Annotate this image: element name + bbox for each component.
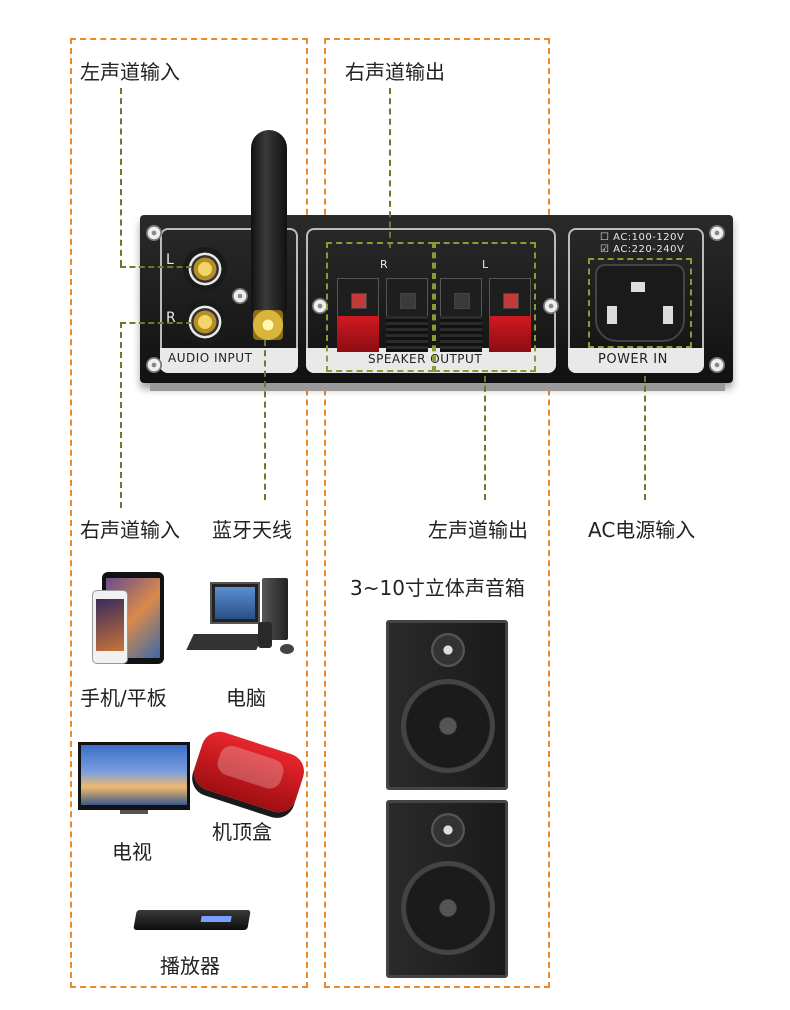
input-r-marker: R [166,310,177,326]
tweeter [431,813,465,847]
iec-power-socket[interactable] [595,264,685,342]
tv-image [78,742,190,810]
device-label-player: 播放器 [160,954,220,978]
screw-icon [709,225,725,241]
speaker-output-label-bar [306,348,556,373]
leader-power [644,376,646,500]
speaker-title: 3~10寸立体声音箱 [350,576,525,600]
device-label-phone-tablet: 手机/平板 [80,686,167,710]
terminal-r-minus-lever[interactable] [386,316,428,352]
screw-icon [709,357,725,373]
tweeter [431,633,465,667]
antenna-connector[interactable] [253,310,283,340]
bookshelf-speaker-top [386,620,508,790]
terminal-l-minus-lever[interactable] [440,316,482,352]
power-in-label: POWER IN [598,352,668,367]
label-right-channel-input: 右声道输入 [80,518,180,542]
device-label-tv: 电视 [112,840,152,864]
speaker-frame [324,38,550,988]
bookshelf-speaker-bottom [386,800,508,978]
chassis-bottom-strip [150,383,725,391]
label-left-channel-output: 左声道输出 [428,518,528,542]
leader-right-out [389,88,391,248]
audio-input-label-bar [160,348,298,373]
power-label-bar [568,348,704,373]
audio-input-label: AUDIO INPUT [168,351,253,365]
speaker-output-label: SPEAKER OUTPUT [368,352,483,366]
pc-monitor-image [210,582,260,624]
bluetooth-antenna [251,130,287,315]
terminal-r-marker: R [380,258,389,271]
l-channel-dash-box [434,242,536,372]
leader-left-in [120,88,122,266]
leader-right-in [120,322,122,508]
pc-speaker-image [258,622,272,648]
screw-icon [146,225,162,241]
leader-left-in-h [120,266,192,268]
screw-icon [543,298,559,314]
label-left-channel-input: 左声道输入 [80,60,180,84]
screw-icon [232,288,248,304]
pc-keyboard-image [186,634,264,650]
tv-stand [120,810,148,814]
terminal-l-marker: L [482,258,489,271]
r-channel-dash-box [326,242,434,372]
pc-monitor-screen [215,587,255,619]
rca-jack-left[interactable] [183,247,227,291]
stb-top-panel [214,742,287,792]
leader-right-in-h [120,322,192,324]
device-label-stb: 机顶盒 [212,820,272,844]
terminal-r-plus-lever[interactable] [337,316,379,352]
woofer [401,679,495,773]
label-right-channel-output: 右声道输出 [345,60,445,84]
input-sources-frame [70,38,308,988]
socket-pin-live [607,306,617,324]
player-display [200,916,232,922]
label-bluetooth-antenna: 蓝牙天线 [212,518,292,542]
woofer [401,861,495,955]
voltage-220-text: AC:220-240V [613,244,685,255]
phone-image [92,590,128,664]
screw-icon [146,357,162,373]
screw-icon [312,298,328,314]
label-ac-power-input: AC电源输入 [588,518,696,542]
phone-screen [96,599,124,651]
device-label-pc: 电脑 [226,686,266,710]
tv-screen [81,745,187,805]
voltage-100-text: AC:100-120V [613,232,685,243]
pc-mouse-image [280,644,294,654]
voltage-220-label: ☑ AC:220-240V [600,244,685,255]
voltage-100-label: ☐ AC:100-120V [600,232,685,243]
leader-left-out [484,376,486,500]
leader-antenna [264,340,266,500]
input-l-marker: L [166,252,175,268]
power-socket-dash-box [588,258,692,348]
dvd-player-image [133,910,251,930]
terminal-l-plus-lever[interactable] [489,316,531,352]
socket-pin-neutral [663,306,673,324]
socket-pin-earth [631,282,645,292]
